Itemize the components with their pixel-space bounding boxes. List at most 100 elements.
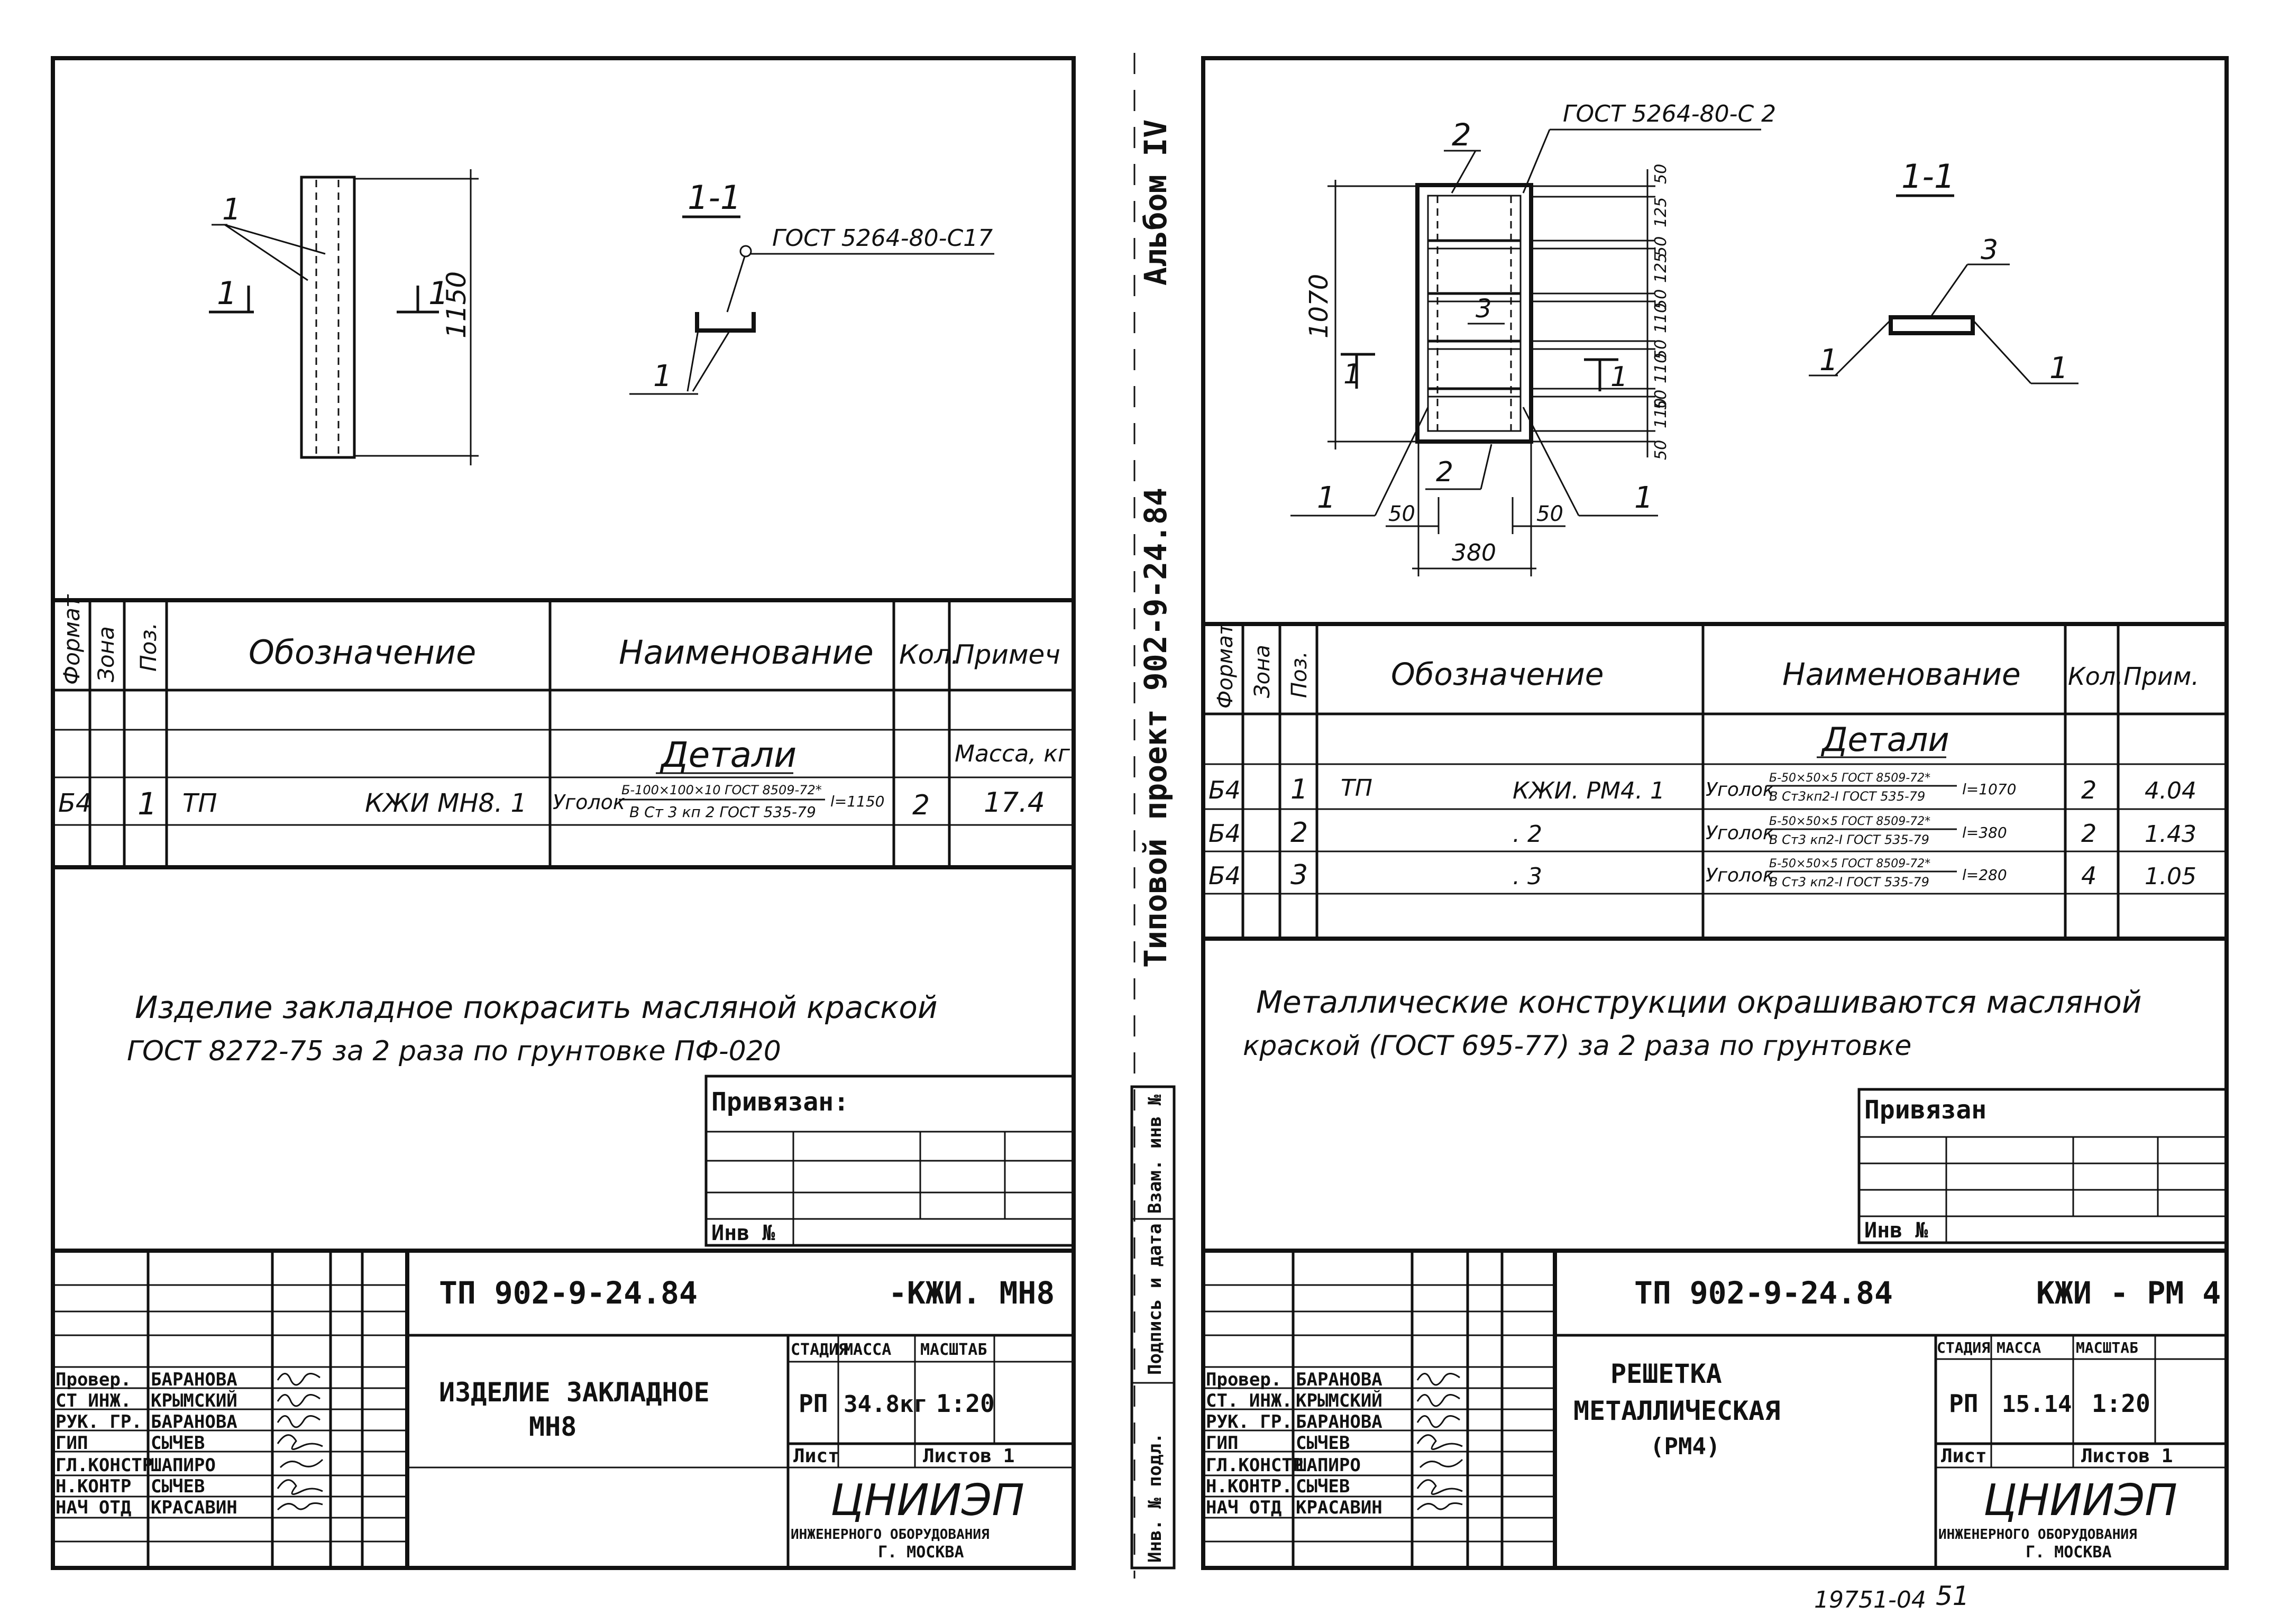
row-length: l=1070 [1962, 781, 2017, 798]
signature-2 [277, 1394, 321, 1407]
right-note-line2: краской (ГОСТ 695-77) за 2 раза по грунт… [1243, 1030, 1911, 1062]
row1-doc: ТП [182, 788, 217, 818]
view-mark-right: 1 [428, 275, 448, 312]
left-sheet: 1 1 1 1150 1-1 ГОСТ 5264-80-С17 1 [51, 56, 1076, 1570]
r-signature-4 [1416, 1434, 1463, 1451]
signature-4 [277, 1434, 323, 1451]
right-sheet-label: Лист [1941, 1445, 1987, 1467]
section-pos-label: 1 [653, 359, 672, 393]
signature-1 [277, 1373, 321, 1386]
grating-view-mark-right: 1 [1610, 361, 1628, 393]
person-role: НАЧ ОТД [56, 1497, 131, 1518]
grating-section-title: 1-1 [1901, 157, 1955, 196]
person-role: ГИП [56, 1433, 88, 1454]
right-note-line1: Металлические конструкции окрашиваются м… [1256, 984, 2142, 1020]
grating-pos-2: 2 [1452, 117, 1471, 153]
right-sheet: 2 ГОСТ 5264-80-С 2 3 1070 [1201, 56, 2229, 1613]
row-mass: 4.04 [2145, 777, 2196, 804]
grating-gost-note: ГОСТ 5264-80-С 2 [1563, 100, 1776, 127]
grating-pos-1-right: 1 [1634, 481, 1653, 515]
spacing-2: 125 [1652, 197, 1670, 227]
person-role: РУК. ГР. [1206, 1411, 1293, 1433]
person-name: СЫЧЕВ [1296, 1433, 1350, 1454]
section-profile [695, 312, 756, 333]
person-name: КРАСАВИН [151, 1497, 237, 1518]
row-qty: 4 [2081, 861, 2096, 890]
right-stamp-title-2: МЕТАЛЛИЧЕСКАЯ [1573, 1396, 1780, 1426]
row-qty: 2 [2081, 776, 2096, 804]
person-name: СЫЧЕВ [151, 1476, 205, 1497]
spacing-8: 110 [1652, 353, 1670, 383]
right-org: ЦНИИЭП [1983, 1475, 2177, 1526]
spacing-7: 50 [1652, 340, 1670, 360]
left-stamp-code-left: ТП 902-9-24.84 [439, 1275, 698, 1311]
middle-stamp-box [1130, 1085, 1176, 1570]
left-stage: РП [799, 1389, 828, 1418]
row1-name-prefix: Уголок [553, 791, 625, 814]
right-stamp-title-1: РЕШЕТКА [1610, 1359, 1722, 1389]
right-drawing: 2 ГОСТ 5264-80-С 2 3 1070 [1290, 100, 2078, 576]
row-name-bottom: В Ст3кп2-I ГОСТ 535-79 [1769, 789, 1925, 804]
right-stamp-title-3: (РМ4) [1650, 1433, 1720, 1460]
row-length: l=380 [1962, 824, 2007, 841]
row-name-top: Б-50×50×5 ГОСТ 8509-72* [1769, 815, 1930, 828]
left-drawing: 1 1 1 1150 1-1 ГОСТ 5264-80-С17 1 [209, 169, 994, 465]
left-stamp-title-2: МН8 [529, 1411, 576, 1442]
footer-page: 51 [1936, 1581, 1970, 1611]
person-role: ГЛ.КОНСТР [1206, 1455, 1303, 1476]
r-hdr-name: Наименование [1782, 656, 2021, 692]
left-people-grid [53, 1251, 407, 1568]
row-mass: 1.43 [2145, 821, 2196, 848]
hdr-qty: Кол. [899, 639, 959, 670]
left-frame [51, 56, 1076, 1570]
hdr-format: Формат [59, 594, 85, 685]
left-stage-label: СТАДИЯ [791, 1341, 848, 1359]
person-role: Н.КОНТР [56, 1476, 131, 1497]
grating-pos-2-bottom: 2 [1436, 456, 1453, 488]
left-sheet-label: Лист [793, 1445, 839, 1467]
right-stamp-code-right: КЖИ - РМ 4 [2036, 1275, 2221, 1311]
left-mass: 34.8кг [844, 1391, 928, 1418]
r-signature-1 [1416, 1373, 1460, 1386]
signature-3 [277, 1415, 321, 1428]
r-hdr-zone: Зона [1250, 645, 1275, 698]
row-length: l=280 [1962, 866, 2007, 884]
person-role: РУК. ГР. [56, 1411, 142, 1433]
person-name: КРЫМСКИЙ [1296, 1390, 1382, 1411]
r-hdr-format: Формат [1213, 622, 1238, 709]
left-inv-label: Инв № [711, 1221, 775, 1245]
person-name: БАРАНОВА [1296, 1411, 1382, 1433]
hdr-name: Наименование [619, 633, 874, 672]
person-role: СТ ИНЖ. [56, 1390, 131, 1411]
r-signature-7 [1416, 1502, 1463, 1511]
row-name-prefix: Уголок [1706, 865, 1774, 886]
grating-edge-left: 50 [1388, 502, 1415, 526]
row-doc: ТП [1341, 775, 1372, 802]
mass-label: Масса, кг [955, 740, 1070, 767]
person-role: Провер. [1206, 1369, 1281, 1390]
right-frame [1201, 56, 2229, 1570]
signature-5 [279, 1458, 324, 1469]
right-stage: РП [1949, 1389, 1978, 1418]
right-mass: 15.14 [2002, 1391, 2072, 1418]
person-role: НАЧ ОТД [1206, 1497, 1281, 1518]
spacing-4: 125 [1652, 253, 1670, 283]
view-mark-left: 1 [217, 275, 237, 312]
person-role: Провер. [56, 1369, 131, 1390]
left-note-line1: Изделие закладное покрасить масляной кра… [135, 989, 938, 1025]
row-qty: 2 [2081, 819, 2096, 848]
right-inv-label: Инв № [1864, 1218, 1928, 1243]
middle-cell-inv-podl: Инв. № подл. [1144, 1433, 1166, 1563]
person-name: СЫЧЕВ [1296, 1476, 1350, 1497]
row-name-prefix: Уголок [1706, 779, 1774, 801]
right-sheets-label: Листов 1 [2081, 1445, 2173, 1467]
spacing-1: 50 [1652, 164, 1670, 184]
row-name-prefix: Уголок [1706, 822, 1774, 844]
r-hdr-pos: Поз. [1287, 651, 1312, 698]
signature-7 [277, 1502, 323, 1511]
